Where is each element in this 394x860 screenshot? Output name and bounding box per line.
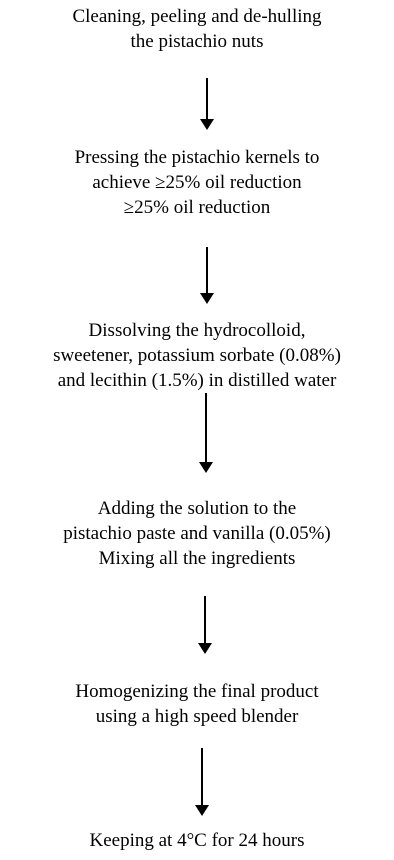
flow-arrow-3 (199, 393, 213, 473)
flow-arrow-2 (200, 247, 214, 304)
step-line: ≥25% oil reduction (123, 197, 271, 218)
step-line: Keeping at 4°C for 24 hours (89, 830, 305, 851)
step-line: Pressing the pistachio kernels to (74, 147, 320, 168)
step-line: sweetener, potassium sorbate (0.08%) (53, 345, 341, 366)
step-adding-solution: Adding the solution to the pistachio pas… (0, 496, 394, 571)
step-line: the pistachio nuts (130, 31, 264, 52)
step-line: Dissolving the hydrocolloid, (88, 320, 306, 341)
flow-arrow-5 (195, 748, 209, 816)
step-line: Homogenizing the final product (75, 681, 319, 702)
flow-arrow-4 (198, 596, 212, 654)
step-line: Adding the solution to the (97, 498, 297, 519)
step-line: achieve ≥25% oil reduction (92, 172, 302, 193)
step-keeping: Keeping at 4°C for 24 hours (0, 828, 394, 853)
step-homogenizing: Homogenizing the final product using a h… (0, 679, 394, 729)
step-cleaning: Cleaning, peeling and de-hulling the pis… (0, 4, 394, 54)
step-line: using a high speed blender (95, 706, 299, 727)
step-pressing: Pressing the pistachio kernels to achiev… (0, 145, 394, 220)
flow-arrow-1 (200, 78, 214, 130)
step-dissolving: Dissolving the hydrocolloid, sweetener, … (0, 318, 394, 393)
step-line: pistachio paste and vanilla (0.05%) (63, 523, 331, 544)
step-line: Mixing all the ingredients (98, 548, 296, 569)
step-line: and lecithin (1.5%) in distilled water (57, 370, 337, 391)
step-line: Cleaning, peeling and de-hulling (72, 6, 322, 27)
